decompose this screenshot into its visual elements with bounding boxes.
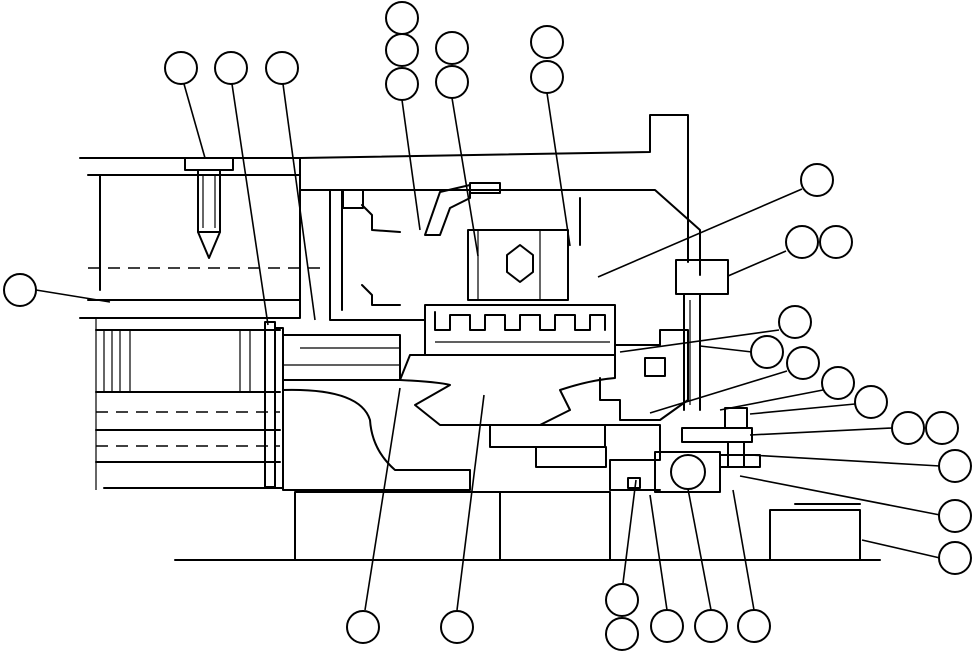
callout-bubble [737, 609, 771, 643]
gear-housing [424, 182, 581, 301]
gear-teeth [424, 304, 616, 356]
callout-bubble [385, 33, 419, 67]
callout-bubble [694, 609, 728, 643]
callout-bubble [530, 60, 564, 94]
right-bolts [681, 407, 761, 468]
spindle-shaft [264, 321, 471, 491]
callout-bubble [650, 609, 684, 643]
base-plate [174, 491, 881, 561]
ball-bearing [627, 451, 721, 493]
callout-bubble [785, 225, 819, 259]
callout-bubble [938, 541, 972, 575]
right-housing [599, 329, 689, 491]
callout-bubble [891, 411, 925, 445]
callout-bubble [440, 610, 474, 644]
callout-bubble [605, 617, 639, 651]
callout-bubbles [3, 1, 972, 651]
callout-bubble [530, 25, 564, 59]
callout-bubble [385, 67, 419, 101]
callout-bubble [800, 163, 834, 197]
upper-cover [299, 114, 729, 411]
hex-bolt [184, 157, 234, 259]
callout-bubble [435, 31, 469, 65]
callout-bubble [3, 273, 37, 307]
callout-bubble [605, 583, 639, 617]
callout-bubble [214, 51, 248, 85]
seal-block [329, 189, 426, 321]
leader-lines [35, 83, 941, 611]
callout-bubble [821, 366, 855, 400]
callout-bubble [265, 51, 299, 85]
impeller-disk [399, 354, 616, 468]
callout-bubble [385, 1, 419, 35]
callout-bubble [750, 335, 784, 369]
callout-bubble [938, 499, 972, 533]
callout-bubble [346, 610, 380, 644]
callout-bubble [854, 385, 888, 419]
callout-bubble [778, 305, 812, 339]
callout-bubble [164, 51, 198, 85]
callout-bubble [938, 449, 972, 483]
callout-bubble [819, 225, 853, 259]
callout-bubble [435, 65, 469, 99]
callout-bubble [925, 411, 959, 445]
callout-bubble [786, 346, 820, 380]
